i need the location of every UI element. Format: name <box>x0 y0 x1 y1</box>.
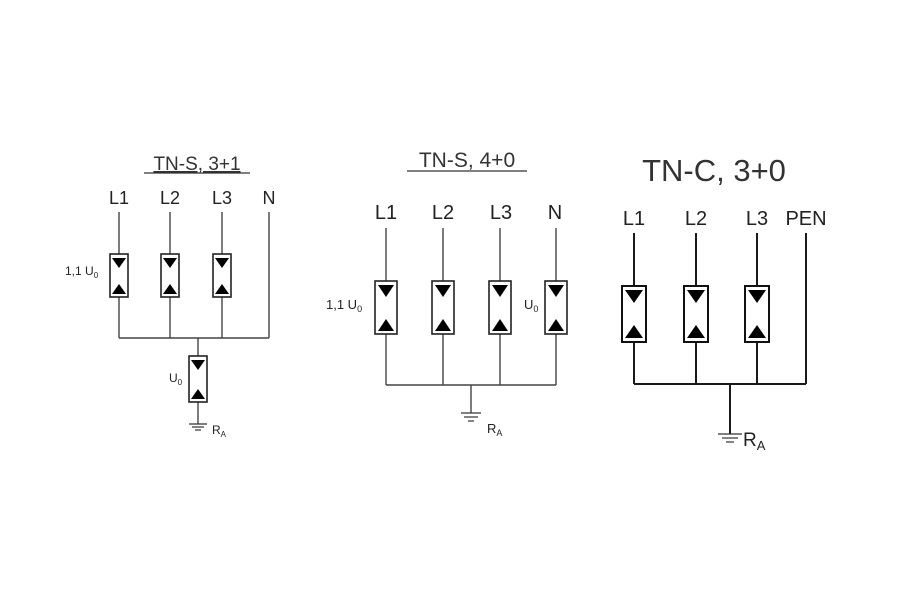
diagram-1-spd-l2 <box>160 253 180 298</box>
diagram-2-spd-label: 1,1 U0 <box>326 297 362 314</box>
diagram-2-spd-l1 <box>374 280 398 335</box>
diagram-2-label-l3: L3 <box>490 202 512 224</box>
diagram-3-label-pen: PEN <box>785 208 826 230</box>
diagram-3-label-l3: L3 <box>746 208 768 230</box>
diagram-1-spd-n-pe <box>188 355 208 403</box>
diagram-tns-4-0: TN-S, 4+0 L1 L2 L3 N <box>326 149 568 438</box>
diagram-2-label-n: N <box>548 202 562 224</box>
diagram-2-earth-icon <box>461 412 481 422</box>
diagram-2-spd-l3 <box>488 280 512 335</box>
diagram-tnc-3-0: TN-C, 3+0 L1 L2 L3 PEN <box>621 153 827 453</box>
diagram-2-spd-l2 <box>431 280 455 335</box>
diagram-1-earth-label: RA <box>212 423 227 439</box>
diagram-2-n-spd-label: U0 <box>524 297 538 314</box>
diagram-1-spd-label: 1,1 U0 <box>65 264 99 280</box>
diagram-3-earth-icon <box>718 433 742 443</box>
diagram-1-np-spd-label: U0 <box>169 371 183 387</box>
diagram-2-spd-n <box>544 280 568 335</box>
diagram-2-title: TN-S, 4+0 <box>419 149 515 172</box>
diagram-1-spd-l1 <box>109 253 129 298</box>
diagram-2-label-l2: L2 <box>432 202 454 224</box>
diagram-1-label-l3: L3 <box>212 188 232 208</box>
diagram-1-spd-l3 <box>212 253 232 298</box>
diagram-3-spd-l1 <box>621 285 647 343</box>
diagram-3-label-l1: L1 <box>623 208 645 230</box>
diagram-3-label-l2: L2 <box>685 208 707 230</box>
diagram-2-earth-label: RA <box>487 421 502 438</box>
diagram-2-label-l1: L1 <box>375 202 397 224</box>
diagram-3-spd-l3 <box>744 285 770 343</box>
diagram-1-earth-icon <box>189 423 207 431</box>
diagram-1-label-n: N <box>263 188 276 208</box>
diagram-1-title: TN-S, 3+1 <box>153 154 240 175</box>
diagram-3-title: TN-C, 3+0 <box>642 153 786 188</box>
diagram-3-earth-label: RA <box>743 430 766 453</box>
diagram-1-label-l1: L1 <box>109 188 129 208</box>
diagram-3-spd-l2 <box>683 285 709 343</box>
diagram-1-label-l2: L2 <box>160 188 180 208</box>
diagram-tns-3-1: TN-S, 3+1 L1 L2 L3 N <box>65 154 276 439</box>
